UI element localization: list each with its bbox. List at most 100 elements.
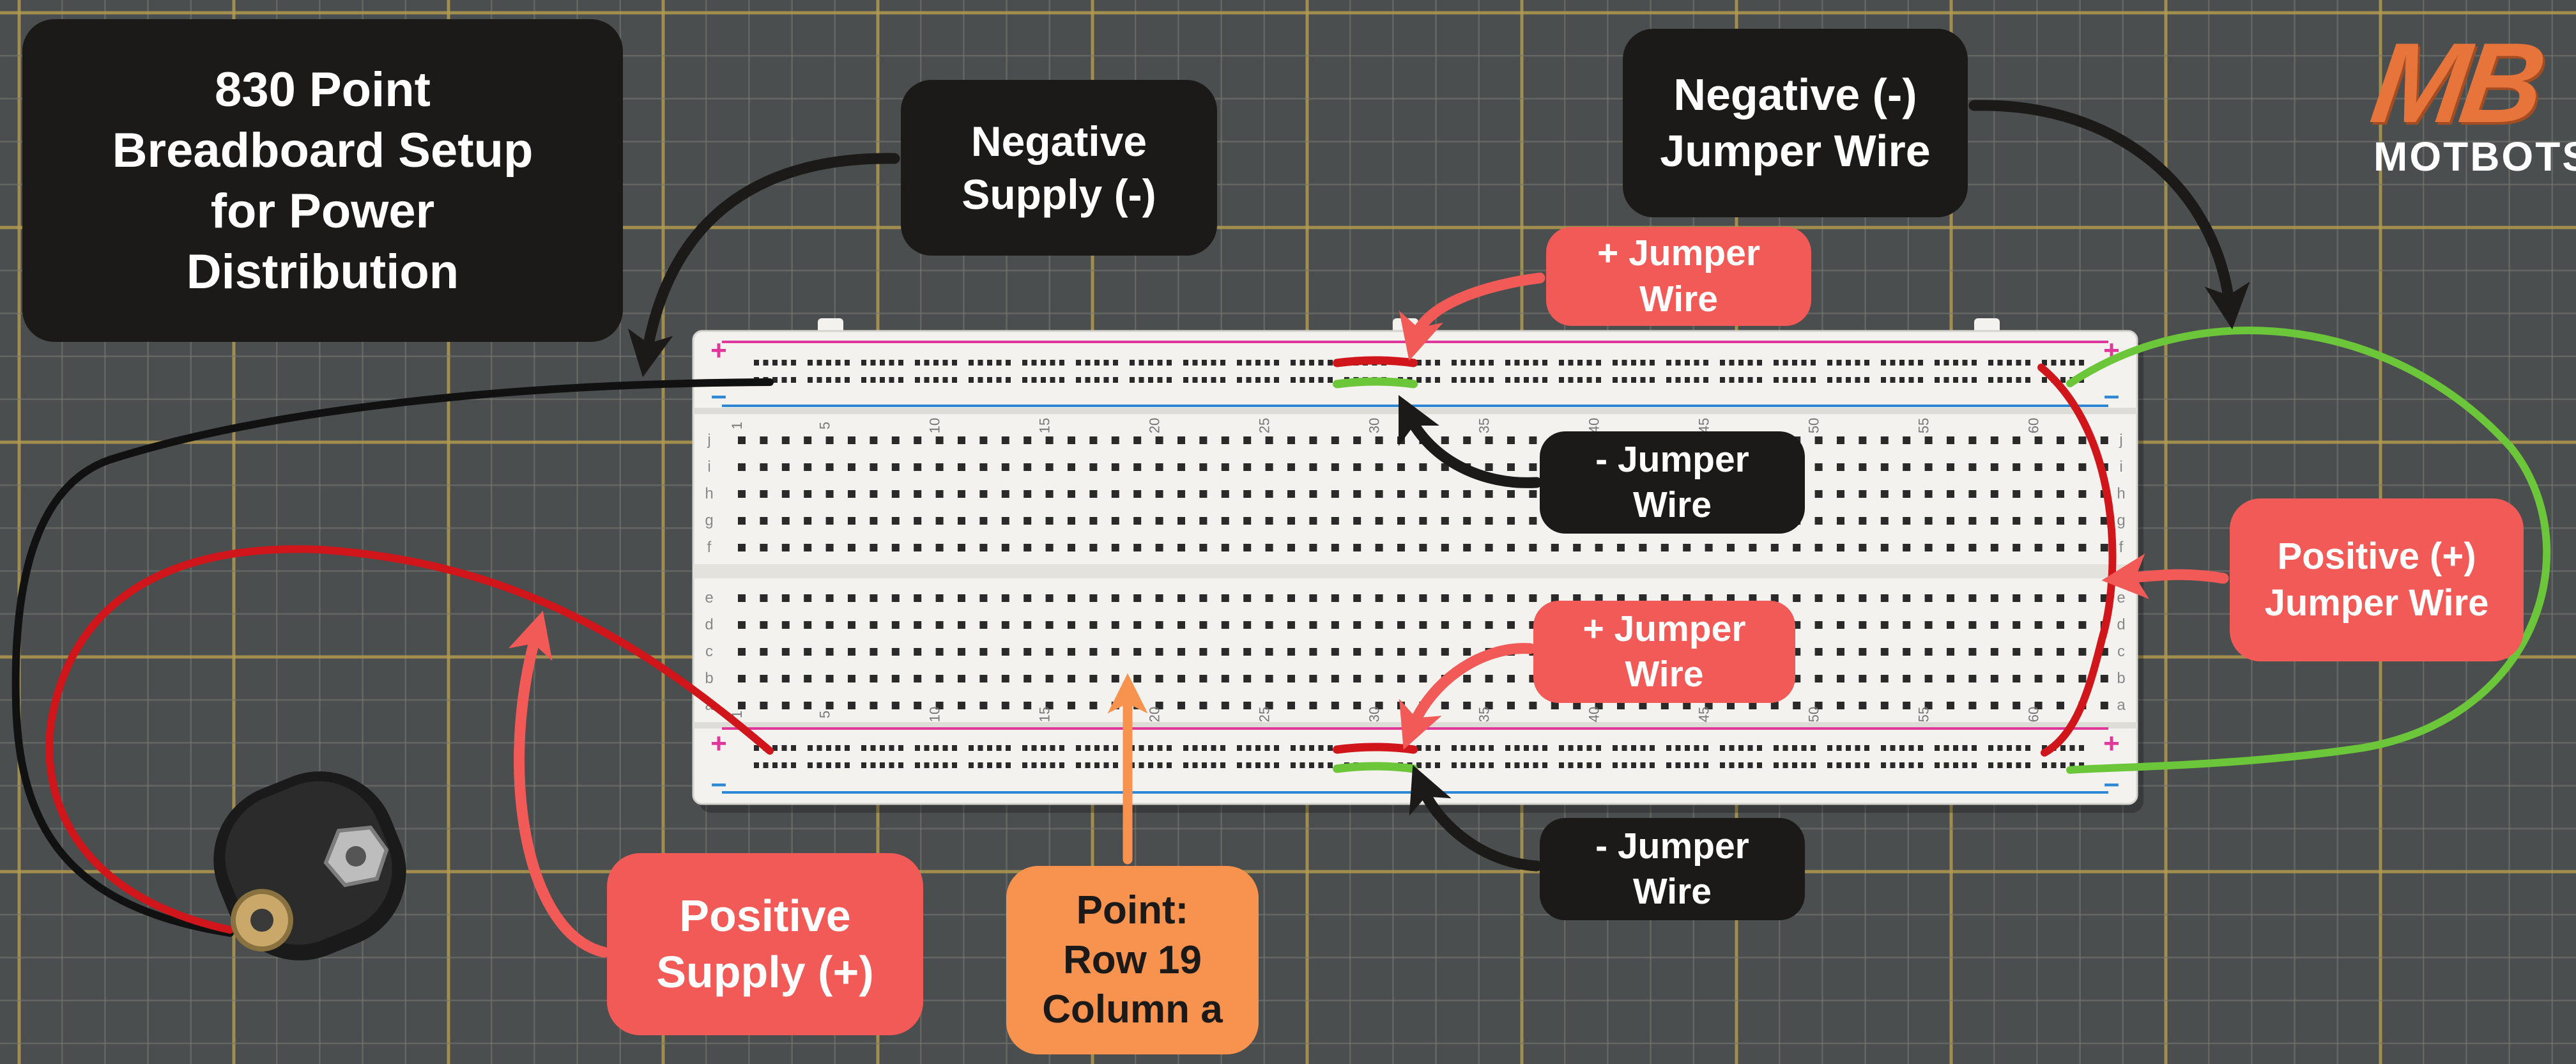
rail-hole	[933, 762, 939, 768]
terminal-hole	[914, 702, 922, 709]
rail-hole	[1183, 745, 1188, 751]
rail-hole	[791, 377, 796, 383]
rail-hole	[1318, 360, 1324, 366]
terminal-hole	[1001, 436, 1009, 444]
terminal-hole	[1573, 702, 1581, 709]
terminal-hole	[1221, 544, 1229, 551]
terminal-hole	[1199, 517, 1208, 525]
terminal-hole	[1287, 594, 1295, 602]
terminal-hole	[1837, 544, 1844, 551]
terminal-hole	[2078, 517, 2087, 525]
column-letter: i	[2119, 458, 2122, 475]
rail-hole	[1586, 745, 1592, 751]
terminal-hole	[914, 675, 922, 682]
rail-hole	[1006, 360, 1011, 366]
terminal-hole	[1353, 544, 1361, 551]
terminal-hole	[2034, 490, 2043, 498]
terminal-hole	[1837, 517, 1844, 525]
rail-hole	[2025, 745, 2030, 751]
terminal-hole	[1199, 594, 1208, 602]
rail-hole	[1050, 762, 1055, 768]
terminal-hole	[1331, 544, 1339, 551]
terminal-hole	[1529, 517, 1537, 525]
terminal-hole	[2034, 517, 2043, 525]
rail-hole	[781, 745, 787, 751]
rail-hole	[1094, 745, 1100, 751]
positive-jumper-label: Positive (+) Jumper Wire	[2230, 498, 2524, 661]
rail-hole	[1811, 377, 1816, 383]
terminal-hole	[1419, 648, 1427, 656]
terminal-hole	[1814, 544, 1823, 551]
rail-hole	[1943, 762, 1949, 768]
rail-hole	[933, 745, 939, 751]
terminal-hole	[1947, 463, 1954, 471]
rail-hole	[781, 762, 787, 768]
rail-hole	[2016, 377, 2021, 383]
terminal-hole	[979, 490, 988, 498]
rail-hole	[1899, 360, 1905, 366]
rail-hole	[1318, 762, 1324, 768]
rail-hole	[1157, 377, 1163, 383]
rail-hole	[1568, 377, 1574, 383]
rail-hole	[870, 745, 876, 751]
terminal-hole	[1903, 594, 1911, 602]
terminal-hole	[1375, 463, 1383, 471]
terminal-hole	[1001, 648, 1009, 656]
rail-hole	[1729, 745, 1735, 751]
terminal-hole	[1990, 675, 1998, 682]
terminal-hole	[1903, 675, 1911, 682]
rail-hole	[2042, 745, 2047, 751]
rail-hole	[1631, 762, 1636, 768]
rail-hole	[1192, 762, 1198, 768]
terminal-hole	[1309, 675, 1317, 682]
terminal-hole	[1331, 621, 1339, 629]
terminal-hole	[1880, 490, 1889, 498]
rail-hole	[1774, 745, 1779, 751]
terminal-hole	[958, 648, 965, 656]
rail-hole	[898, 360, 903, 366]
terminal-hole	[1485, 702, 1493, 709]
terminal-hole	[1968, 436, 1977, 444]
rail-hole	[763, 762, 769, 768]
rail-hole	[1489, 377, 1494, 383]
terminal-hole	[804, 675, 812, 682]
rail-hole	[1183, 360, 1188, 366]
row-number: 1	[729, 422, 745, 429]
terminal-hole	[1660, 702, 1669, 709]
terminal-hole	[1485, 490, 1493, 498]
terminal-hole	[1111, 463, 1119, 471]
rail-hole	[1997, 360, 2003, 366]
rail-hole	[1935, 762, 1940, 768]
rail-hole	[1559, 762, 1564, 768]
rail-hole	[1720, 762, 1725, 768]
rail-hole	[1881, 360, 1886, 366]
rail-hole	[1489, 762, 1494, 768]
terminal-hole	[1507, 675, 1515, 682]
column-letter: f	[707, 539, 712, 556]
rail-hole	[1881, 762, 1886, 768]
rail-hole	[791, 745, 796, 751]
terminal-hole	[2100, 675, 2108, 682]
rail-hole	[1621, 377, 1627, 383]
terminal-hole	[2057, 490, 2064, 498]
rail-hole	[1747, 745, 1753, 751]
terminal-hole	[1529, 702, 1537, 709]
rail-hole	[942, 360, 948, 366]
rail-hole	[1568, 745, 1574, 751]
rail-hole	[1747, 762, 1753, 768]
rail-hole	[880, 745, 885, 751]
terminal-hole	[1968, 675, 1977, 682]
rail-hole	[1479, 745, 1485, 751]
terminal-hole	[1485, 594, 1493, 602]
terminal-hole	[1111, 702, 1119, 709]
rail-hole	[826, 360, 831, 366]
rail-hole	[1470, 745, 1475, 751]
rail-hole	[1811, 360, 1816, 366]
rail-hole	[1827, 762, 1832, 768]
terminal-hole	[1068, 517, 1075, 525]
terminal-hole	[804, 517, 812, 525]
terminal-hole	[1177, 702, 1185, 709]
terminal-hole	[1529, 490, 1537, 498]
green-jumper-top	[1333, 377, 1418, 389]
rail-hole	[952, 745, 957, 751]
